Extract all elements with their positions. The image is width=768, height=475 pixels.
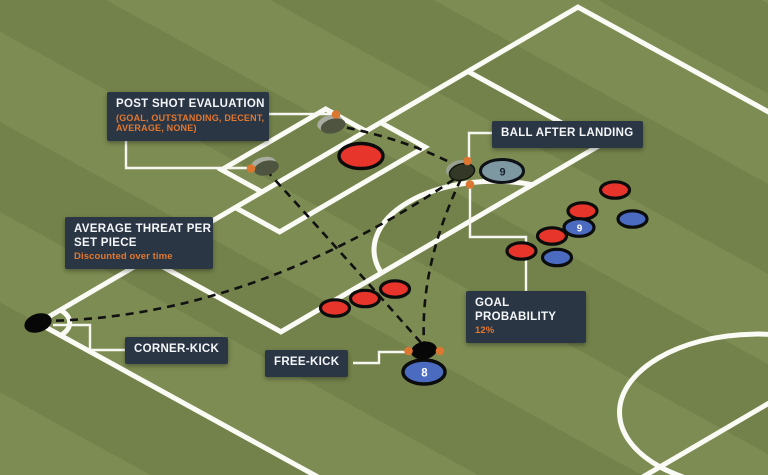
goal-probability-label: GOAL PROBABILITY 12% — [466, 291, 586, 344]
anchor-dot — [331, 110, 341, 119]
free-kick-title: FREE-KICK — [274, 356, 340, 368]
post-shot-evaluation-subtitle-1: (GOAL, OUTSTANDING, DECENT, — [116, 112, 265, 123]
post-shot-evaluation-subtitle-2: AVERAGE, NONE) — [116, 123, 197, 134]
player-tokens: 9 — [318, 141, 649, 318]
average-threat-title-2: SET PIECE — [74, 236, 137, 249]
ghost-ball-near-post[interactable] — [249, 154, 281, 178]
corner-kick-title: CORNER-KICK — [134, 343, 220, 355]
corner-kick-label: CORNER-KICK — [125, 337, 229, 364]
ball-markers — [249, 114, 346, 178]
connector-corner-kick — [53, 323, 125, 352]
free-kick-label: FREE-KICK — [265, 350, 349, 377]
striker-token[interactable]: 9 — [562, 217, 596, 238]
corner-kick-ball[interactable] — [22, 310, 54, 336]
trajectory-corner-kick — [41, 176, 457, 323]
free-kick-ball[interactable] — [410, 340, 439, 362]
post-shot-evaluation-title: POST SHOT EVALUATION — [116, 98, 265, 110]
trajectory-shot-near-post — [265, 169, 424, 346]
ball-after-landing-title: BALL AFTER LANDING — [501, 127, 634, 139]
blue-player-token[interactable] — [616, 209, 649, 229]
red-player-token[interactable] — [378, 279, 412, 299]
anchor-dot — [435, 346, 445, 356]
ghost-ball-body — [254, 160, 279, 176]
anchor-dot — [404, 346, 413, 356]
landed-ball-body — [448, 162, 476, 182]
striker-at-landing-ellipse — [479, 158, 525, 184]
free-kick-taker-number: 8 — [421, 368, 428, 380]
connector-ball-after-landing — [467, 131, 492, 158]
ball-after-landing-label: BALL AFTER LANDING — [492, 121, 643, 148]
red-player-token[interactable] — [505, 241, 538, 261]
striker-at-landing-token[interactable]: 9 — [479, 158, 525, 184]
center-circle — [563, 302, 768, 475]
blue-player-token[interactable] — [540, 247, 574, 268]
goal-probability-title-2: PROBABILITY — [475, 310, 557, 323]
goal-probability-value: 12% — [475, 325, 495, 337]
goal-line-and-touchlines — [38, 7, 768, 475]
trajectory-free-kick — [422, 178, 463, 344]
connector-free-kick — [353, 350, 405, 365]
anchor-dot — [465, 180, 475, 189]
average-threat-subtitle: Discounted over time — [74, 251, 173, 263]
striker-number: 9 — [577, 224, 583, 235]
six-yard-box — [235, 123, 425, 232]
goal-probability-title-1: GOAL — [475, 297, 510, 309]
trajectories — [41, 123, 463, 346]
corner-arc — [38, 310, 83, 335]
red-player-token[interactable] — [318, 298, 352, 318]
red-player-token[interactable] — [348, 288, 382, 309]
anchor-dots — [246, 110, 475, 356]
striker-ellipse — [562, 217, 596, 238]
goalkeeper-token[interactable] — [337, 141, 385, 171]
free-kick-taker-ellipse — [401, 358, 447, 386]
red-player-token[interactable] — [566, 201, 599, 221]
connector-goal-probability — [468, 187, 528, 291]
connector-post-shot-near — [124, 137, 248, 170]
average-threat-title-1: AVERAGE THREAT PER — [74, 223, 212, 235]
callout-connectors — [53, 112, 528, 365]
trajectory-shot-far-post — [332, 123, 460, 169]
red-player-token[interactable] — [535, 226, 569, 246]
post-shot-evaluation-label: POST SHOT EVALUATION (GOAL, OUTSTANDING,… — [107, 92, 269, 141]
anchor-dot — [246, 164, 256, 173]
halfway-line — [485, 253, 768, 475]
red-player-token[interactable] — [598, 180, 632, 200]
ghost-ball-body — [320, 118, 346, 134]
striker-at-landing-number: 9 — [499, 167, 505, 179]
free-kick-taker-token[interactable]: 8 — [401, 358, 447, 386]
anchor-dot — [463, 156, 472, 166]
average-threat-label: AVERAGE THREAT PER SET PIECE Discounted … — [65, 217, 213, 270]
goal-frame — [222, 109, 366, 192]
